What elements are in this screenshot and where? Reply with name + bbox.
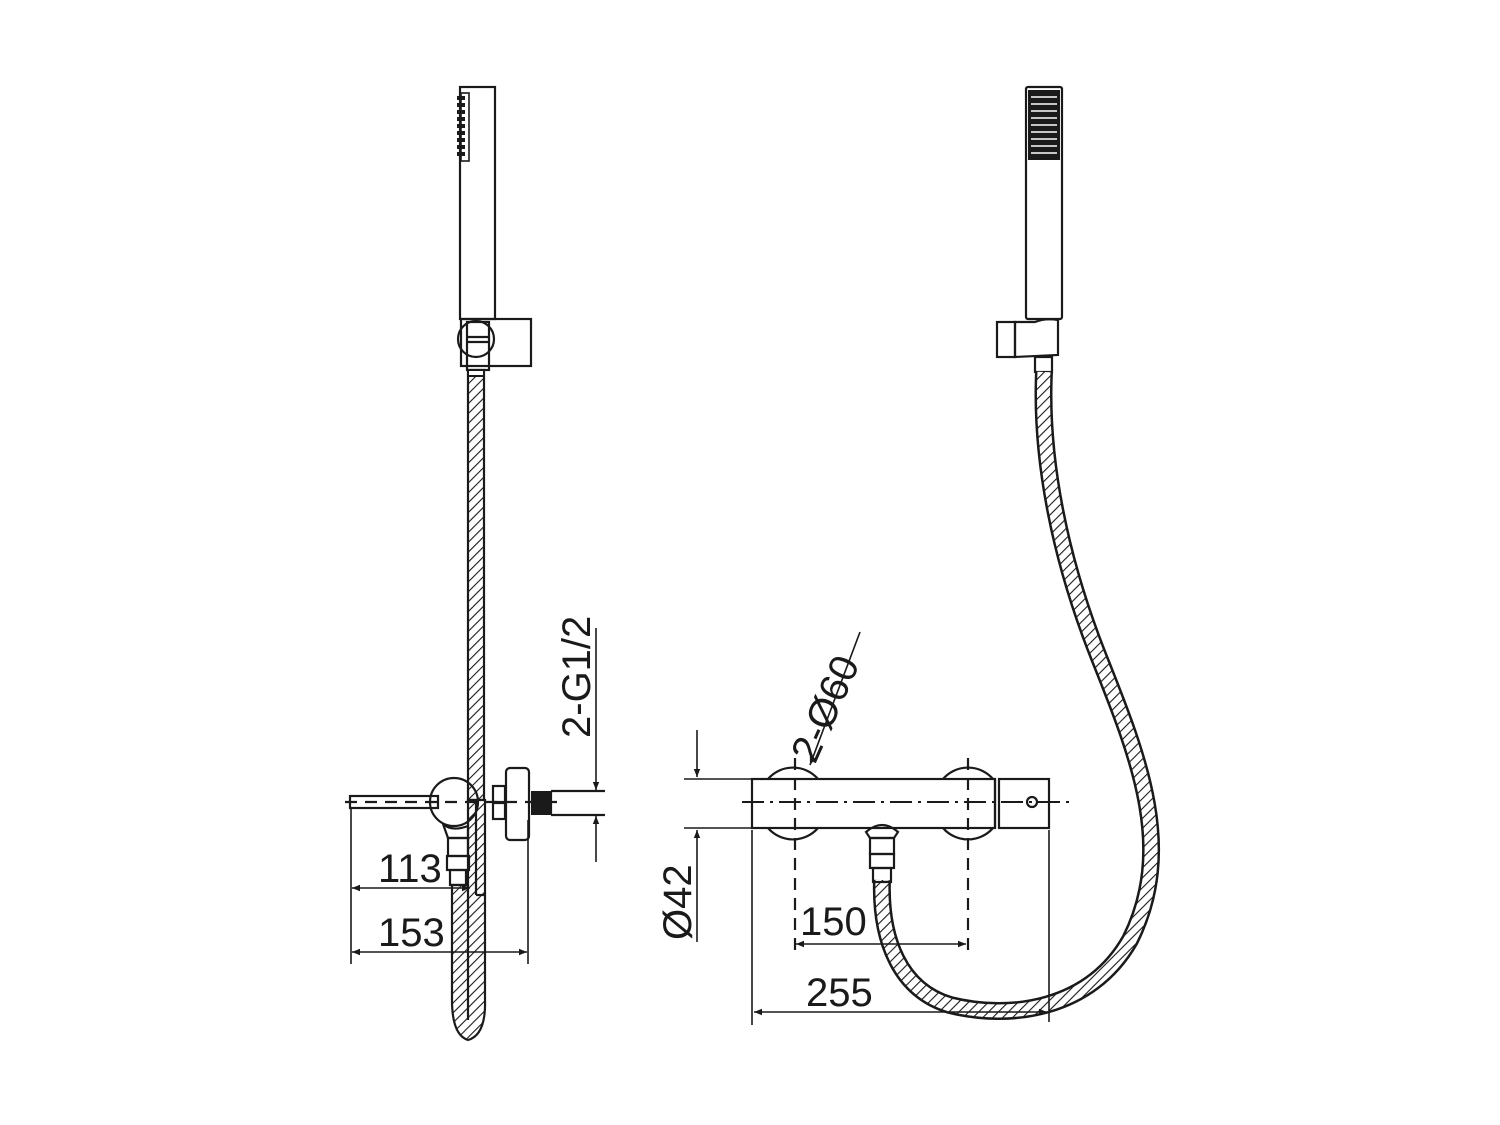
hose-side (450, 368, 487, 1042)
depth-outer-label: 153 (378, 911, 445, 955)
escutcheon-label: 2-Ø60 (783, 649, 868, 768)
depth-inner-label: 113 (378, 847, 442, 891)
shower-holder-side (456, 317, 533, 372)
diameter-label: Ø42 (656, 864, 700, 940)
width-dimensions: 150 255 (751, 830, 1050, 1025)
mixer-body-front (742, 758, 1072, 950)
side-view: 2-G1/2 113 153 (345, 85, 605, 1042)
depth-dimensions: 113 153 (350, 808, 529, 964)
escutcheon-dimension: 2-Ø60 (783, 631, 868, 769)
shower-holder-front (995, 318, 1060, 374)
total-width-label: 255 (806, 971, 873, 1015)
spray-slots-icon (1031, 96, 1057, 154)
centers-label: 150 (800, 900, 867, 944)
front-view: 2-Ø60 Ø42 150 255 (656, 85, 1161, 1025)
hose-front (872, 371, 1161, 1021)
wall-connector-side (491, 766, 605, 842)
spray-nozzles-icon (457, 96, 465, 156)
thread-label: 2-G1/2 (555, 616, 599, 738)
mixer-body-side (345, 776, 560, 887)
hand-shower-side (457, 85, 497, 321)
hand-shower-front (1024, 85, 1064, 321)
diameter-dimension: Ø42 (656, 730, 752, 942)
thread-dimension: 2-G1/2 (555, 616, 600, 862)
